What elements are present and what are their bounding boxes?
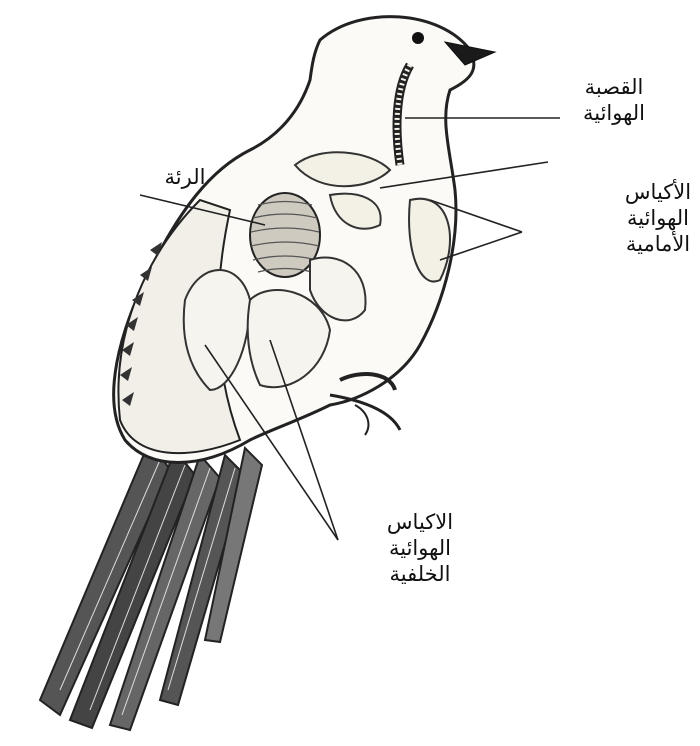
- lung-label-line-1: الرئة: [150, 164, 220, 190]
- trachea-label: القصبة الهوائية: [566, 74, 662, 126]
- anterior-label-line-3: الأمامية: [608, 231, 700, 257]
- eye: [412, 32, 424, 44]
- posterior-label-line-3: الخلفية: [370, 561, 470, 587]
- posterior-label-line-2: الهوائية: [370, 535, 470, 561]
- trachea-label-line-1: القصبة: [566, 74, 662, 100]
- anterior-label-line-1: الأكياس: [608, 179, 700, 205]
- posterior-label-line-1: الاكياس: [370, 509, 470, 535]
- tail-feathers: [40, 440, 262, 730]
- anterior-air-sacs-label: الأكياس الهوائية الأمامية: [608, 179, 700, 257]
- lung-label: الرئة: [150, 164, 220, 190]
- anterior-label-line-2: الهوائية: [608, 205, 700, 231]
- trachea-label-line-2: الهوائية: [566, 100, 662, 126]
- posterior-air-sacs-label: الاكياس الهوائية الخلفية: [370, 509, 470, 587]
